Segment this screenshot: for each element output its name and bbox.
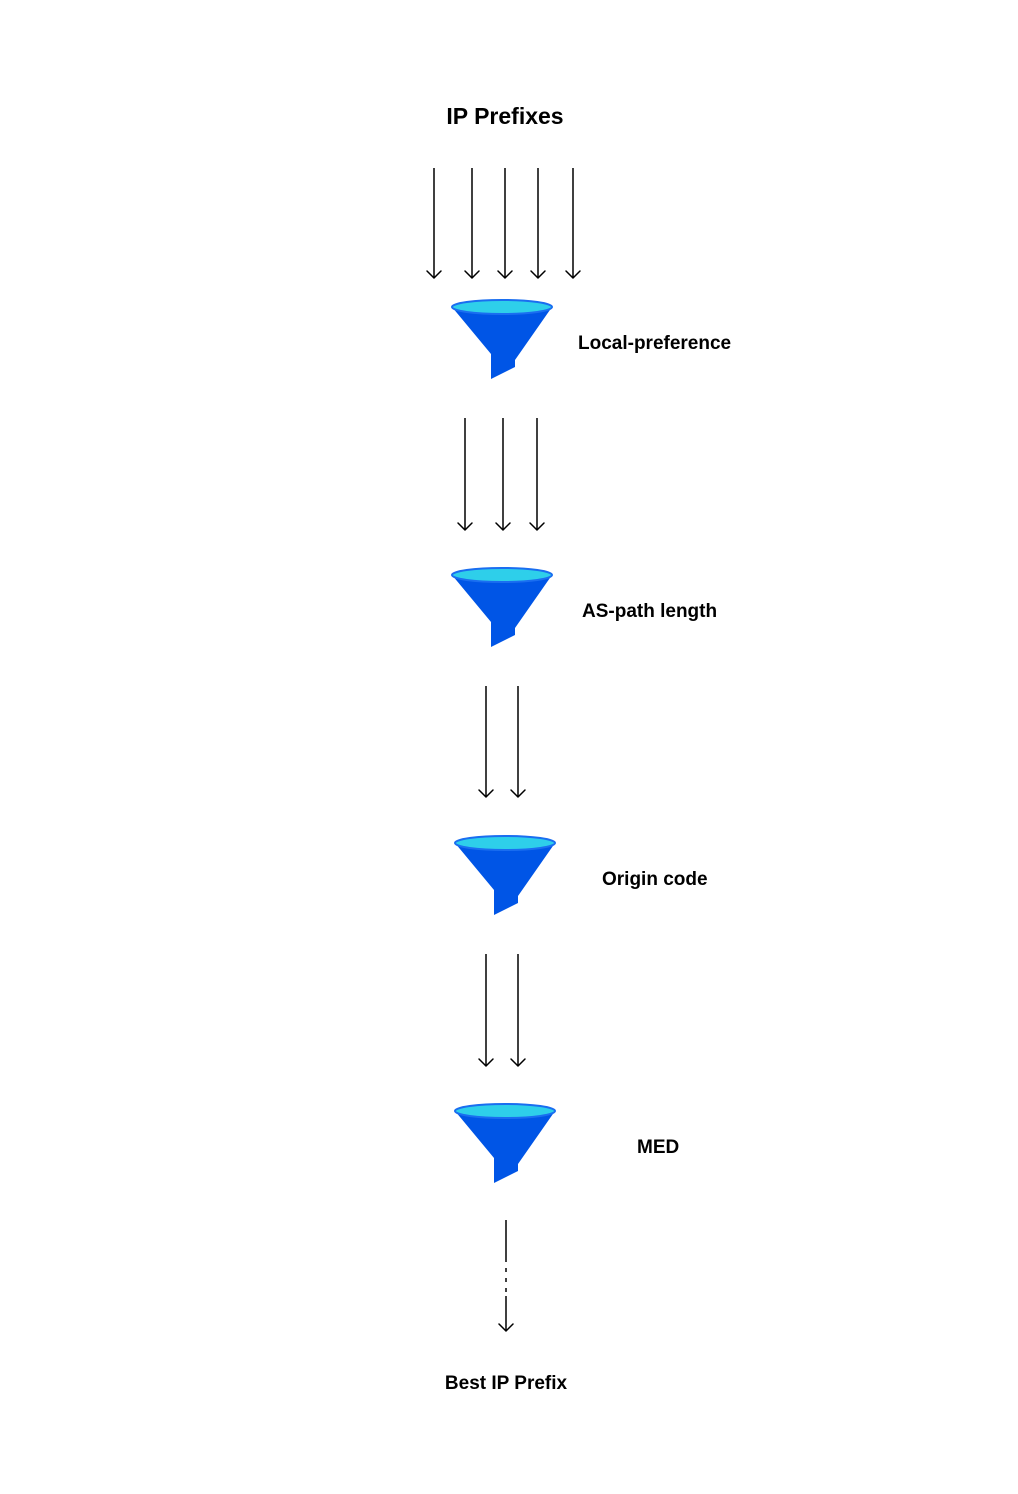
down-arrow-icon	[457, 522, 473, 531]
arrow-group-origin-code	[478, 686, 526, 798]
stage-label-origin-code: Origin code	[602, 869, 708, 890]
down-arrow-icon	[495, 522, 511, 531]
down-arrow-icon	[529, 522, 545, 531]
down-arrow-icon	[478, 789, 494, 798]
funnel-icon	[454, 1103, 556, 1183]
arrow-group-local-preference	[426, 168, 581, 279]
down-arrow-icon	[464, 270, 480, 279]
down-arrow-icon	[530, 270, 546, 279]
result-label: Best IP Prefix	[445, 1373, 568, 1394]
down-arrow-icon	[478, 1058, 494, 1067]
down-arrow-icon	[426, 270, 442, 279]
funnel-icon	[451, 567, 553, 647]
down-arrow-icon	[497, 270, 513, 279]
stage-med: MED	[454, 1103, 679, 1183]
arrow-group-med	[478, 954, 526, 1067]
funnel-icon	[454, 835, 556, 915]
down-arrow-icon	[565, 270, 581, 279]
stage-local-preference: Local-preference	[451, 299, 731, 379]
down-arrow-icon	[498, 1323, 514, 1332]
down-arrow-icon	[510, 789, 526, 798]
down-arrow-icon	[510, 1058, 526, 1067]
stage-as-path-length: AS-path length	[451, 567, 717, 647]
funnel-icon	[451, 299, 553, 379]
diagram-title: IP Prefixes	[446, 103, 563, 129]
arrow-group-as-path-length	[457, 418, 545, 531]
stage-label-as-path-length: AS-path length	[582, 601, 717, 622]
stage-label-med: MED	[637, 1137, 679, 1158]
stage-label-local-preference: Local-preference	[578, 333, 731, 354]
final-connector	[498, 1220, 514, 1332]
stage-origin-code: Origin code	[454, 835, 708, 915]
